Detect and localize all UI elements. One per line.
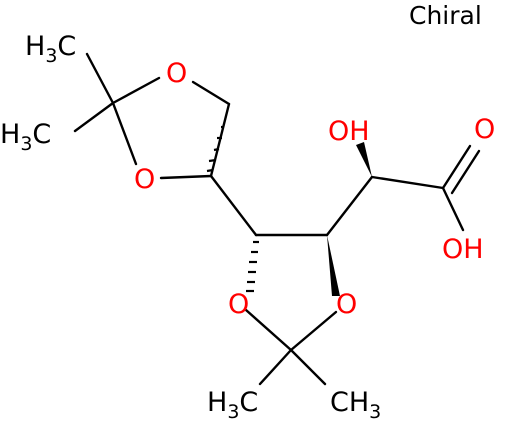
bond-c5-choh — [325, 175, 374, 237]
hydroxyl-label: OH — [328, 116, 370, 147]
hashed-bond-ring2-left — [246, 240, 259, 293]
acid-hydroxyl-label: OH — [442, 234, 484, 265]
wedge-bond-ring2-right — [327, 235, 340, 296]
bond-o-ring1-c — [159, 174, 213, 180]
methyl-top-upper-label: H3C — [25, 31, 76, 67]
oxygen-bottom-left-label: O — [228, 289, 249, 320]
oxygen-top-lower-label: O — [134, 164, 155, 195]
oxygen-bottom-right-label: O — [336, 289, 357, 320]
methyl-top-lower-label: H3C — [0, 119, 51, 155]
methyl-bottom-right-label: CH3 — [330, 387, 381, 421]
bond-cq2-o-left — [244, 308, 293, 352]
wedge-bond-hydroxyl — [356, 142, 372, 177]
bond-carbonyl-a — [441, 144, 472, 190]
bond-carbonyl-b — [450, 149, 481, 195]
methyl-bottom-left-label: H3C — [207, 387, 258, 421]
bond-cq2-o-right — [289, 310, 338, 352]
bond-cq-o-lower — [111, 101, 138, 166]
oxygen-top-upper-label: O — [166, 58, 187, 89]
bond-ring1-ring2 — [209, 174, 258, 237]
bond-c-oh-acid — [441, 186, 465, 232]
bond-choh-cooh — [370, 175, 445, 190]
chiral-label: Chiral — [409, 1, 482, 30]
bond-ch2-o — [191, 80, 231, 106]
hashed-bond-ring1 — [206, 114, 227, 173]
bond-cq-methyl-upper — [85, 52, 115, 105]
bond-cq2-methyl-left — [258, 348, 293, 386]
bond-cq-methyl-lower — [73, 101, 115, 133]
bond-o-cq-top — [111, 76, 161, 105]
bond-ring1-c-ch2 — [209, 102, 231, 178]
carbonyl-oxygen-label: O — [474, 114, 495, 145]
bond-cq2-methyl-right — [289, 348, 327, 386]
